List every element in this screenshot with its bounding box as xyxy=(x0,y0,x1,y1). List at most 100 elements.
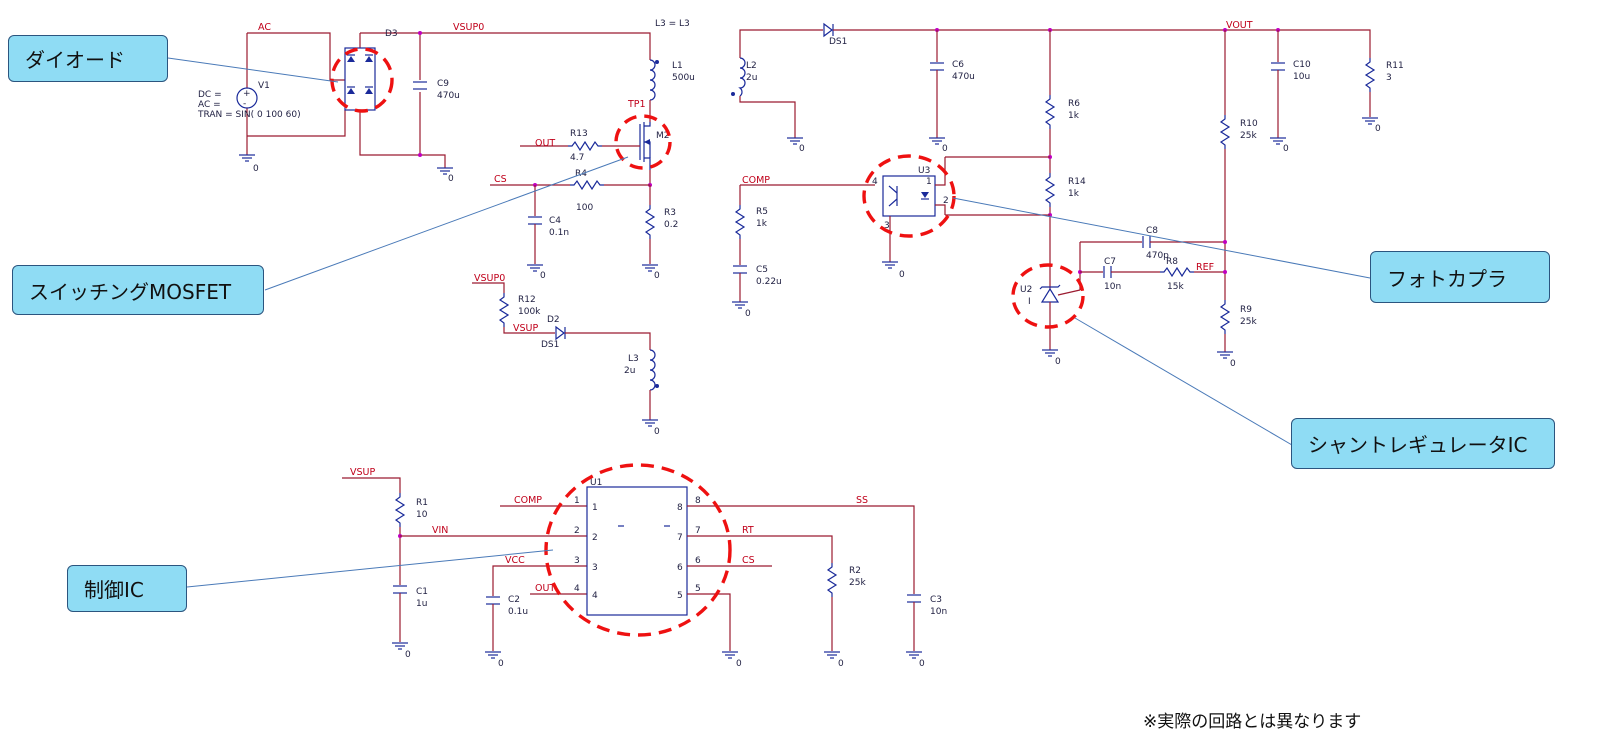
r3-ref: R3 xyxy=(664,208,676,218)
svg-text:8: 8 xyxy=(677,503,683,513)
net-tp1: TP1 xyxy=(627,99,646,110)
l2-ref: L2 xyxy=(746,61,757,71)
callout-control-ic: 制御IC xyxy=(67,565,187,612)
c4-value: 0.1n xyxy=(549,228,569,238)
mosfet-highlight xyxy=(614,114,672,170)
c2-value: 0.1u xyxy=(508,607,528,617)
u1-ref: U1 xyxy=(590,478,602,488)
svg-text:4: 4 xyxy=(872,177,878,187)
svg-text:0: 0 xyxy=(1283,144,1289,154)
net-vsup: VSUP xyxy=(513,323,538,334)
svg-text:0: 0 xyxy=(799,144,805,154)
secondary-section: L2 2u 0 DS1 VOUT C6 470u 0 R6 1k R14 1k xyxy=(731,20,1404,369)
ground-label: 0 xyxy=(253,164,259,174)
c3-value: 10n xyxy=(930,607,947,617)
r2-ref: R2 xyxy=(849,566,861,576)
r10-value: 25k xyxy=(1240,131,1257,141)
r8-ref: R8 xyxy=(1166,257,1178,267)
r10-ref: R10 xyxy=(1240,119,1258,129)
primary-switch-section: L3 = L3 L1 500u TP1 M2 OUT R13 4.7 R3 0.… xyxy=(490,19,695,281)
net-vout: VOUT xyxy=(1226,20,1253,31)
net-comp: COMP xyxy=(742,175,770,186)
r9-value: 25k xyxy=(1240,317,1257,327)
svg-text:-: - xyxy=(243,99,246,109)
rectifier-section: + - V1 DC = AC = TRAN = SIN( 0 100 60) 0… xyxy=(197,22,651,184)
svg-text:0: 0 xyxy=(1055,357,1061,367)
control-ic-highlight xyxy=(544,463,732,637)
net-ref: REF xyxy=(1196,262,1214,273)
svg-text:7: 7 xyxy=(695,526,701,536)
c1-ref: C1 xyxy=(416,587,428,597)
l2-value: 2u xyxy=(746,73,757,83)
callout-connectors xyxy=(167,57,1371,588)
callout-diode: ダイオード xyxy=(8,35,168,82)
bridge-rectifier-symbol xyxy=(344,47,376,111)
svg-text:3: 3 xyxy=(574,556,580,566)
svg-text:0: 0 xyxy=(654,271,660,281)
svg-text:0: 0 xyxy=(1375,124,1381,134)
r12-value: 100k xyxy=(518,307,541,317)
c9-value: 470u xyxy=(437,91,460,101)
svg-text:5: 5 xyxy=(695,584,701,594)
net-out-2: OUT xyxy=(535,583,555,594)
ac-source-symbol xyxy=(236,87,258,109)
v1-tran: TRAN = SIN( 0 100 60) xyxy=(197,110,301,120)
c9-ref: C9 xyxy=(437,79,449,89)
svg-text:8: 8 xyxy=(695,496,701,506)
callout-shunt-regulator: シャントレギュレータIC xyxy=(1291,418,1555,469)
control-ic-section: VSUP R1 10 VIN C1 1u 0 COMP VCC C2 0.1u … xyxy=(342,463,947,669)
svg-text:6: 6 xyxy=(695,556,701,566)
c4-ref: C4 xyxy=(549,216,561,226)
net-vsup-2: VSUP xyxy=(350,467,375,478)
svg-text:4: 4 xyxy=(574,584,580,594)
c8-ref: C8 xyxy=(1146,226,1158,236)
r13-ref: R13 xyxy=(570,129,588,139)
disclaimer-note: ※実際の回路とは異なります xyxy=(1143,712,1362,732)
aux-supply-section: VSUP0 R12 100k VSUP D2 DS1 L3 2u 0 xyxy=(472,273,660,437)
svg-text:7: 7 xyxy=(677,533,683,543)
u3-ref: U3 xyxy=(918,166,930,176)
net-out: OUT xyxy=(535,138,555,149)
l3-value: 2u xyxy=(624,366,635,376)
l1-value: 500u xyxy=(672,73,695,83)
control-ic-symbol xyxy=(586,486,688,616)
svg-text:2: 2 xyxy=(943,196,949,206)
net-ac: AC xyxy=(258,22,271,33)
c7-ref: C7 xyxy=(1104,257,1116,267)
photocoupler-highlight xyxy=(862,154,956,238)
r11-ref: R11 xyxy=(1386,61,1404,71)
c2-ref: C2 xyxy=(508,595,520,605)
c1-value: 1u xyxy=(416,599,427,609)
r5-value: 1k xyxy=(756,219,768,229)
r12-ref: R12 xyxy=(518,295,536,305)
c3-ref: C3 xyxy=(930,595,942,605)
v1-dc: DC = xyxy=(198,90,222,100)
photocoupler-symbol xyxy=(882,175,936,217)
svg-text:1: 1 xyxy=(592,503,598,513)
r5-ref: R5 xyxy=(756,207,768,217)
svg-text:0: 0 xyxy=(838,659,844,669)
l3-ref: L3 xyxy=(628,354,639,364)
svg-text:0: 0 xyxy=(942,144,948,154)
c8-value: 470p xyxy=(1146,251,1169,261)
net-cs: CS xyxy=(494,174,507,185)
svg-text:0: 0 xyxy=(1230,359,1236,369)
svg-text:1: 1 xyxy=(574,496,580,506)
c5-value: 0.22u xyxy=(756,277,782,287)
diode-highlight xyxy=(330,47,394,113)
svg-text:0: 0 xyxy=(736,659,742,669)
c10-value: 10u xyxy=(1293,72,1310,82)
svg-text:2: 2 xyxy=(574,526,580,536)
svg-text:5: 5 xyxy=(677,591,683,601)
svg-text:1: 1 xyxy=(926,177,932,187)
svg-text:0: 0 xyxy=(745,309,751,319)
net-vsup0-2: VSUP0 xyxy=(474,273,505,284)
net-rt: RT xyxy=(742,525,754,536)
svg-text:+: + xyxy=(243,89,251,99)
d3-ref: D3 xyxy=(385,29,398,39)
net-cs-2: CS xyxy=(742,555,755,566)
u2-ref: U2 xyxy=(1020,285,1032,295)
r14-value: 1k xyxy=(1068,189,1080,199)
svg-text:3: 3 xyxy=(884,221,890,231)
svg-text:0: 0 xyxy=(405,650,411,660)
